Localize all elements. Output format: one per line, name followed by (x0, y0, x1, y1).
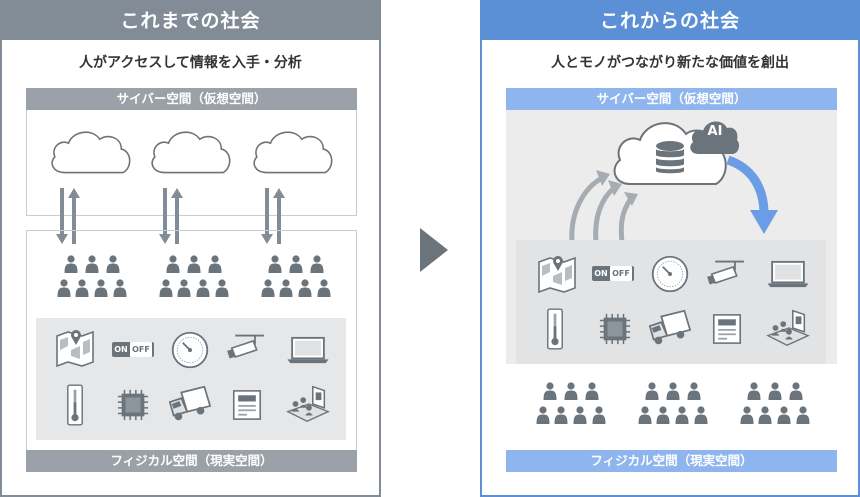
future-society-panel: これからの社会 人とモノがつながり新たな価値を創出 サイバー空間（仮想空間） A… (480, 0, 860, 497)
camera-icon (226, 332, 266, 366)
map-icon (54, 326, 96, 368)
cyber-space-box (26, 110, 357, 216)
chip-icon (598, 312, 632, 346)
meter-icon (712, 312, 742, 346)
physical-space-label: フィジカル空間（現実空間） (506, 450, 837, 472)
panel-title: これまでの社会 (2, 2, 379, 40)
cyber-space-label: サイバー空間（仮想空間） (26, 88, 357, 110)
gauge-icon (650, 254, 690, 294)
cyber-space-label: サイバー空間（仮想空間） (506, 88, 837, 110)
cloud-icon (147, 126, 235, 178)
truck-icon (646, 308, 692, 348)
transition-arrow-icon (420, 228, 448, 272)
physical-space-label: フィジカル空間（現実空間） (26, 450, 357, 472)
people-group-icon (740, 382, 810, 428)
map-icon (536, 252, 578, 294)
people-group-icon (261, 255, 331, 301)
ai-label: AI (707, 124, 723, 139)
chip-icon (116, 388, 150, 422)
panel-subtitle: 人とモノがつながり新たな価値を創出 (551, 55, 789, 71)
camera-icon (706, 258, 746, 292)
database-icon (656, 141, 684, 174)
gauge-icon (170, 330, 210, 370)
upload-arrows-icon (569, 170, 638, 243)
physical-space-box (26, 230, 357, 450)
thermometer-icon (66, 384, 84, 426)
ai-feedback-arrow-icon (726, 155, 778, 234)
people-group-icon (159, 255, 229, 301)
factory-icon (284, 382, 332, 424)
cloud-icon (249, 126, 337, 178)
meter-icon (232, 388, 262, 422)
ai-cloud-icon (690, 121, 740, 154)
laptop-icon (766, 260, 810, 288)
laptop-icon (286, 336, 330, 364)
panel-title: これからの社会 (482, 2, 858, 40)
cloud-icon (47, 126, 135, 178)
truck-icon (166, 384, 212, 424)
people-group-icon (638, 382, 708, 428)
panel-subtitle: 人がアクセスして情報を入手・分析 (79, 55, 302, 71)
past-society-panel: これまでの社会 人がアクセスして情報を入手・分析 サイバー空間（仮想空間） ON… (0, 0, 381, 497)
people-group-icon (57, 255, 127, 301)
factory-icon (764, 306, 812, 348)
people-group-icon (536, 382, 606, 428)
thermometer-icon (546, 308, 564, 350)
